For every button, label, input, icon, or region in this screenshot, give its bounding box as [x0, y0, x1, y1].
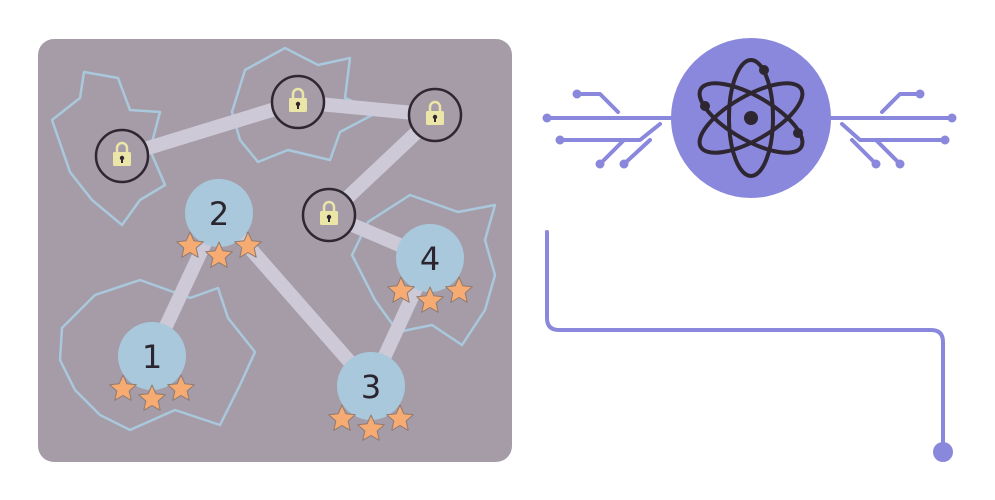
circuit-trace: [545, 230, 945, 450]
circuit-node: [895, 159, 905, 169]
atom-orbit: [727, 58, 775, 178]
star-icon: [109, 374, 137, 401]
star-icon: [387, 276, 415, 303]
padlock-icon: [113, 141, 131, 166]
circuit-trace: [622, 138, 652, 166]
atom-icon: [697, 58, 805, 178]
level-node-circle: [396, 224, 464, 292]
circuit-decoration: [542, 89, 957, 462]
circuit-node: [572, 89, 582, 99]
circuit-trace: [874, 138, 902, 166]
level-node-3[interactable]: 3: [328, 352, 414, 441]
atom-orbit: [697, 81, 805, 155]
circuit-trace: [840, 122, 947, 142]
circuit-node: [555, 135, 565, 145]
circuit-node: [619, 159, 629, 169]
star-icon: [416, 286, 444, 313]
circuit-trace: [575, 92, 620, 114]
level-node-level-6[interactable]: [407, 87, 463, 143]
circuit-trace: [598, 138, 626, 166]
level-node-level-8[interactable]: [94, 128, 150, 184]
level-node-level-7[interactable]: [270, 74, 326, 130]
circuit-trace: [850, 138, 878, 166]
atom-electron: [793, 128, 803, 138]
level-number: 1: [142, 338, 162, 376]
level-node-circle: [118, 322, 186, 390]
level-node-level-5[interactable]: [301, 187, 357, 243]
star-icon: [176, 231, 204, 258]
level-number: 3: [361, 368, 381, 406]
star-icon: [445, 276, 473, 303]
level-node-circle: [337, 352, 405, 420]
level-node-circle: [185, 179, 253, 247]
level-node-2[interactable]: 2: [176, 179, 262, 268]
level-path: [115, 95, 305, 163]
star-icon: [357, 414, 385, 441]
atom-nucleus: [744, 111, 758, 125]
star-icon: [167, 374, 195, 401]
atom-electron: [700, 101, 710, 111]
circuit-node: [871, 159, 881, 169]
circuit-trace: [880, 92, 922, 114]
star-icon: [386, 404, 414, 431]
circuit-node: [915, 89, 925, 99]
star-icon: [234, 231, 262, 258]
level-node-4[interactable]: 4: [387, 224, 473, 313]
star-icon: [138, 384, 166, 411]
padlock-icon: [320, 200, 338, 225]
atom-orbit: [697, 81, 805, 155]
atom-emblem: [671, 38, 831, 198]
level-nodes: 1 2 3 4: [94, 74, 473, 441]
star-icon: [205, 241, 233, 268]
region-outline-bottom-left: [58, 278, 257, 432]
circuit-node: [947, 113, 957, 123]
padlock-icon: [426, 100, 444, 125]
level-number: 4: [420, 240, 440, 278]
circuit-node: [940, 135, 950, 145]
circuit-trace: [558, 122, 662, 142]
circuit-node: [542, 113, 552, 123]
circuit-terminal: [933, 442, 953, 462]
level-number: 2: [209, 195, 229, 233]
circuit-node: [595, 159, 605, 169]
atom-electron: [759, 65, 769, 75]
star-icon: [328, 404, 356, 431]
level-node-1[interactable]: 1: [109, 322, 195, 411]
padlock-icon: [289, 87, 307, 112]
